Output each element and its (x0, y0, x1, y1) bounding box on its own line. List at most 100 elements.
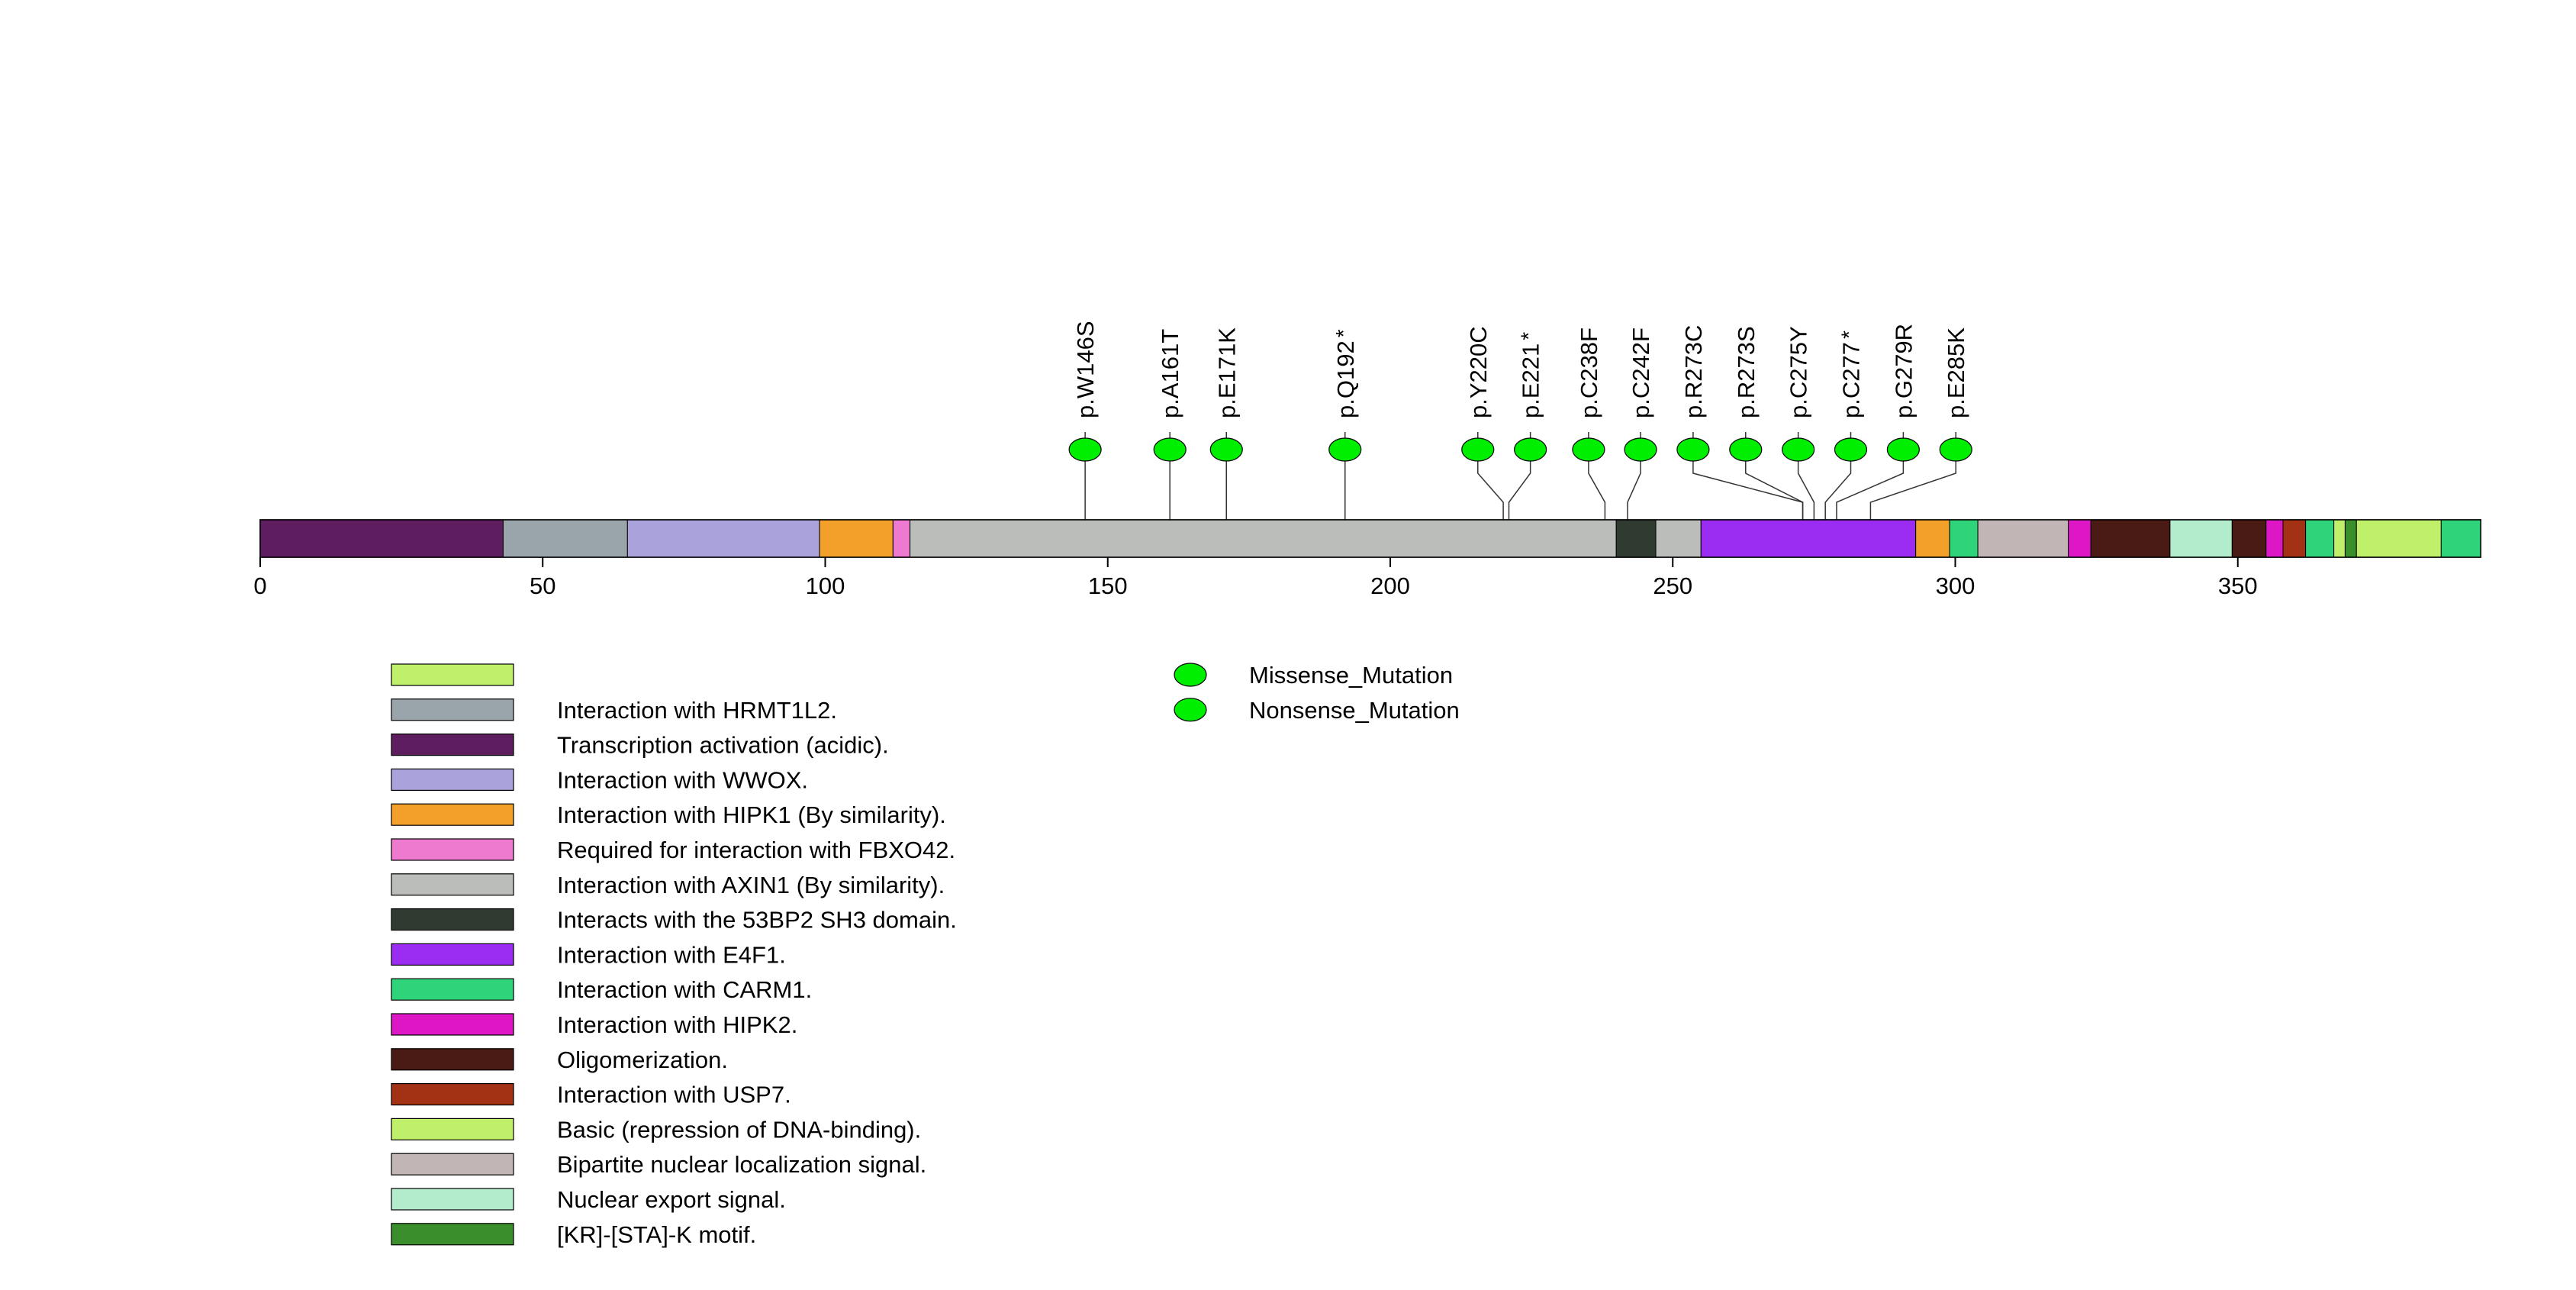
mutation-marker (1939, 437, 1972, 462)
legend-label: Oligomerization. (557, 1047, 728, 1073)
mutation-label: p.R273C (1680, 325, 1707, 418)
domain-segment (1615, 519, 1657, 558)
domain-segment (2333, 519, 2346, 558)
legend-swatch (391, 768, 514, 792)
axis-tick-label: 150 (1088, 572, 1128, 599)
legend-label: Interaction with CARM1. (557, 976, 812, 1003)
domain-segment (1655, 519, 1702, 558)
legend-swatch (391, 1153, 514, 1176)
mutation-label: p.E285K (1943, 327, 1969, 418)
domain-segment (2282, 519, 2307, 558)
mutation-marker (1834, 437, 1868, 462)
legend-label: Bipartite nuclear localization signal. (557, 1151, 926, 1178)
mutation-marker (1676, 437, 1710, 462)
axis-tick-label: 300 (1936, 572, 1975, 599)
legend-label: Interaction with E4F1. (557, 941, 786, 968)
legend-swatch (391, 698, 514, 721)
mutation-label: p.G279R (1890, 324, 1917, 418)
nonsense-star: * (1331, 329, 1355, 337)
mutation-marker (1153, 437, 1187, 462)
mutation-label: p.Y220C (1465, 326, 1492, 418)
mutation-marker (1729, 437, 1763, 462)
mutation-label: p.C277* (1837, 331, 1865, 418)
legend-label: Interaction with WWOX. (557, 766, 808, 793)
legend-swatch (391, 1223, 514, 1246)
mutation-marker (1068, 437, 1102, 462)
domain-segment (2265, 519, 2284, 558)
legend-label: Required for interaction with FBXO42. (557, 837, 955, 863)
domain-segment (819, 519, 894, 558)
domain-segment (2440, 519, 2481, 558)
position-axis: 0 50 100 150 200 250 300 350 (253, 557, 2258, 599)
legend-swatch (391, 978, 514, 1001)
domain-segment (2231, 519, 2267, 558)
mutation-marker (1886, 437, 1920, 462)
domain-segment (892, 519, 911, 558)
mutation-label: p.C238F (1576, 327, 1602, 418)
legend-swatch (391, 1082, 514, 1106)
legend-label: Basic (repression of DNA-binding). (557, 1116, 921, 1143)
domain-segment (2355, 519, 2442, 558)
axis-tick-label: 100 (806, 572, 845, 599)
mutation-marker (1572, 437, 1605, 462)
mutation-markers (1068, 437, 1972, 462)
domain-segment (1977, 519, 2069, 558)
domain-legend: Interaction with HRMT1L2.Transcription a… (391, 663, 957, 1248)
nonsense-star: * (1837, 331, 1861, 339)
mutation-label: p.E171K (1213, 327, 1240, 418)
mutation-label: p.E221* (1517, 332, 1544, 418)
legend-label: [KR]-[STA]-K motif. (557, 1221, 756, 1248)
mutation-label: p.Q192* (1331, 329, 1359, 418)
legend-label: Missense_Mutation (1249, 662, 1453, 689)
mutation-label: p.A161T (1157, 329, 1183, 418)
domain-segment (502, 519, 628, 558)
domain-segment (626, 519, 820, 558)
mutation-marker (1328, 437, 1362, 462)
domain-segment (1700, 519, 1917, 558)
domain-segment (1915, 519, 1950, 558)
legend-swatch (391, 803, 514, 826)
legend-swatch (391, 838, 514, 861)
mutation-label: p.C275Y (1785, 326, 1812, 418)
mutation-label: p.W146S (1072, 321, 1099, 418)
legend-swatch (391, 1048, 514, 1071)
domain-segment (2305, 519, 2335, 558)
legend-label: Interacts with the 53BP2 SH3 domain. (557, 907, 957, 934)
legend-swatch (391, 908, 514, 931)
mutation-labels: p.W146S p.A161T p.E171K p.Q192* p.Y220C p.E22… (1072, 321, 1969, 418)
domain-segment (2169, 519, 2233, 558)
axis-tick-label: 0 (253, 572, 266, 599)
legend-label: Interaction with HIPK1 (By similarity). (557, 801, 946, 828)
axis-tick-label: 200 (1370, 572, 1410, 599)
legend-label: Interaction with HIPK2. (557, 1011, 797, 1038)
domain-segment (1949, 519, 1979, 558)
mutation-marker (1782, 437, 1815, 462)
mutation-marker (1461, 437, 1495, 462)
mutation-marker (1624, 437, 1657, 462)
domain-segment (2090, 519, 2171, 558)
axis-tick-label: 350 (2218, 572, 2258, 599)
domain-segment (910, 519, 1617, 558)
mutation-label: p.C242F (1628, 327, 1654, 418)
legend-swatch (391, 663, 514, 686)
legend-label: Interaction with USP7. (557, 1082, 791, 1108)
domain-segment (259, 519, 504, 558)
legend-swatch (391, 1013, 514, 1036)
legend-label: Nuclear export signal. (557, 1186, 786, 1213)
legend-swatch (391, 1188, 514, 1211)
domain-track (259, 519, 2481, 558)
legend-label: Transcription activation (acidic). (557, 732, 889, 759)
legend-label: Interaction with AXIN1 (By similarity). (557, 872, 945, 898)
mutation-marker (1514, 437, 1547, 462)
domain-segment (2068, 519, 2091, 558)
domain-segment (2344, 519, 2357, 558)
legend-label: Nonsense_Mutation (1249, 697, 1460, 724)
axis-tick-label: 50 (530, 572, 555, 599)
protein-bar-frame (259, 519, 2481, 558)
legend-swatch (391, 873, 514, 896)
legend-swatch (391, 943, 514, 966)
legend-marker (1174, 698, 1207, 722)
axis-tick-label: 250 (1653, 572, 1692, 599)
